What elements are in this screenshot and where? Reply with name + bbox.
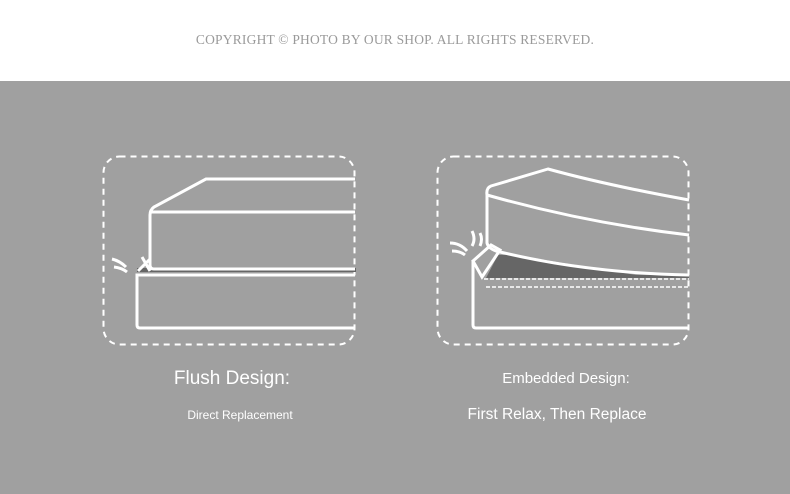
design-comparison-panel: Flush Design: Direct Replacement Embedde… — [0, 81, 790, 494]
flush-design-title: Flush Design: — [173, 368, 291, 389]
embedded-design-subtitle: First Relax, Then Replace — [467, 406, 647, 423]
copyright-text: COPYRIGHT © PHOTO BY OUR SHOP. ALL RIGHT… — [195, 32, 595, 47]
embedded-design-card — [436, 155, 690, 346]
flush-design-card — [102, 155, 356, 346]
embedded-design-title: Embedded Design: — [502, 370, 630, 387]
flush-mattress-illustration-icon — [102, 155, 356, 346]
header: COPYRIGHT © PHOTO BY OUR SHOP. ALL RIGHT… — [0, 0, 790, 81]
flush-design-subtitle: Direct Replacement — [187, 408, 293, 422]
embedded-mattress-illustration-icon — [436, 155, 690, 346]
